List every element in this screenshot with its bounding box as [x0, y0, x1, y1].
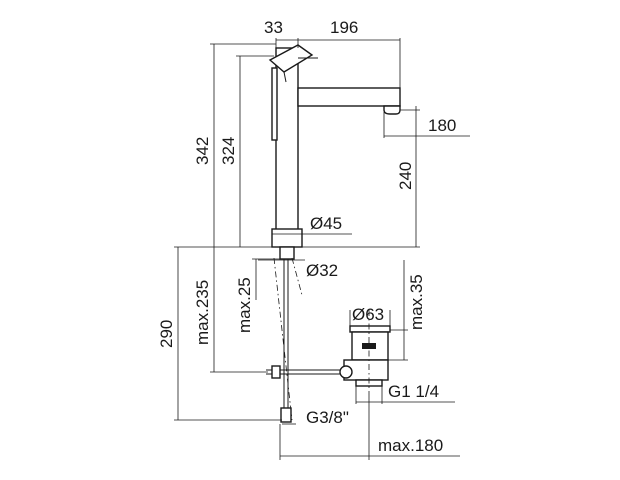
dim-324: 324	[219, 137, 238, 165]
dim-180: 180	[428, 116, 456, 135]
dim-g-3-8: G3/8"	[306, 408, 349, 427]
dim-196: 196	[330, 18, 358, 37]
dim-diameter-45: Ø45	[310, 214, 342, 233]
dim-max-25: max.25	[235, 277, 254, 333]
mounting-shank	[279, 246, 295, 260]
lever-rod	[271, 67, 278, 141]
supply-hose-end	[280, 407, 292, 423]
dim-290: 290	[157, 320, 176, 348]
popup-waste-rod	[266, 257, 345, 423]
dim-max-235: max.235	[193, 280, 212, 345]
dim-diameter-63: Ø63	[352, 305, 384, 324]
faucet-base	[271, 228, 303, 248]
dim-diameter-32: Ø32	[306, 261, 338, 280]
spout-outlet	[383, 105, 401, 115]
dim-max-35: max.35	[407, 274, 426, 330]
dimension-lines	[174, 38, 470, 460]
faucet-column	[275, 47, 299, 246]
drain-flange	[349, 325, 391, 333]
faucet-lever	[268, 44, 314, 73]
dim-240: 240	[396, 162, 415, 190]
dim-max-180: max.180	[378, 436, 443, 455]
dim-g-1-1-4: G1 1/4	[388, 382, 439, 401]
dim-33: 33	[264, 18, 283, 37]
faucet-spout	[297, 87, 401, 107]
dim-342: 342	[193, 137, 212, 165]
faucet-body	[268, 44, 401, 260]
drain-assembly	[339, 310, 391, 395]
